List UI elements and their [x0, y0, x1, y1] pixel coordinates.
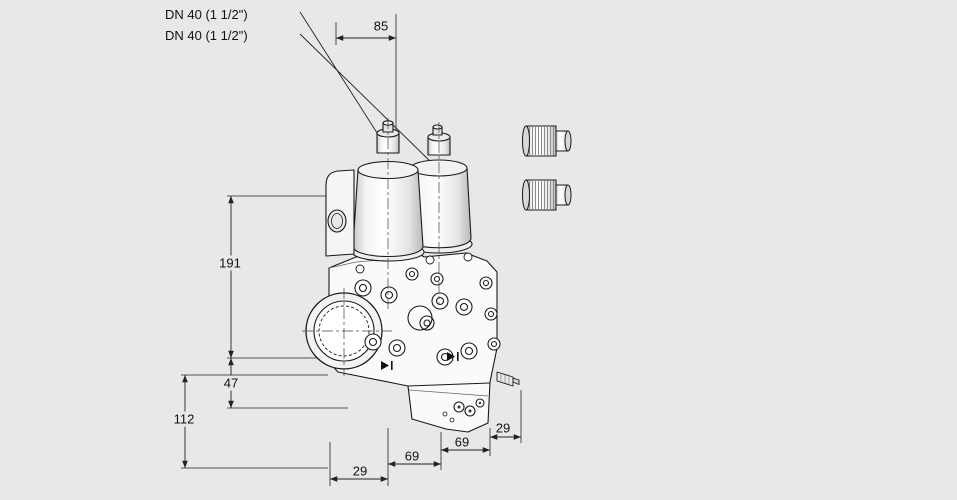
- dim-191-label: 191: [216, 255, 244, 271]
- dim-112-label: 112: [170, 411, 198, 427]
- dim-85-label: 85: [373, 18, 389, 34]
- dim-29-left-label: 29: [352, 463, 368, 479]
- bottom-block: [442, 398, 485, 423]
- dim-29-right-label: 29: [495, 420, 511, 436]
- sealing-plugs: [522, 125, 572, 211]
- connection-size-label-bottom: DN 40 (1 1/2"): [165, 28, 248, 43]
- leader-line-dn1: [299, 11, 387, 148]
- sealing-plug-1: [522, 125, 572, 157]
- flow-arrow-icons: [381, 352, 459, 370]
- dim-69-right-label: 69: [454, 434, 470, 450]
- dim-47-label: 47: [220, 375, 242, 391]
- center-lines: [302, 118, 440, 376]
- test-nipple-stub: [496, 371, 520, 387]
- mounting-bracket: [325, 169, 355, 257]
- dim-69-left-label: 69: [404, 448, 420, 464]
- connection-size-label-top: DN 40 (1 1/2"): [165, 7, 248, 22]
- leader-line-dn2: [299, 33, 435, 166]
- valve-assembly: [302, 118, 520, 433]
- sealing-plug-2: [522, 179, 572, 211]
- body-bolts: [354, 252, 501, 366]
